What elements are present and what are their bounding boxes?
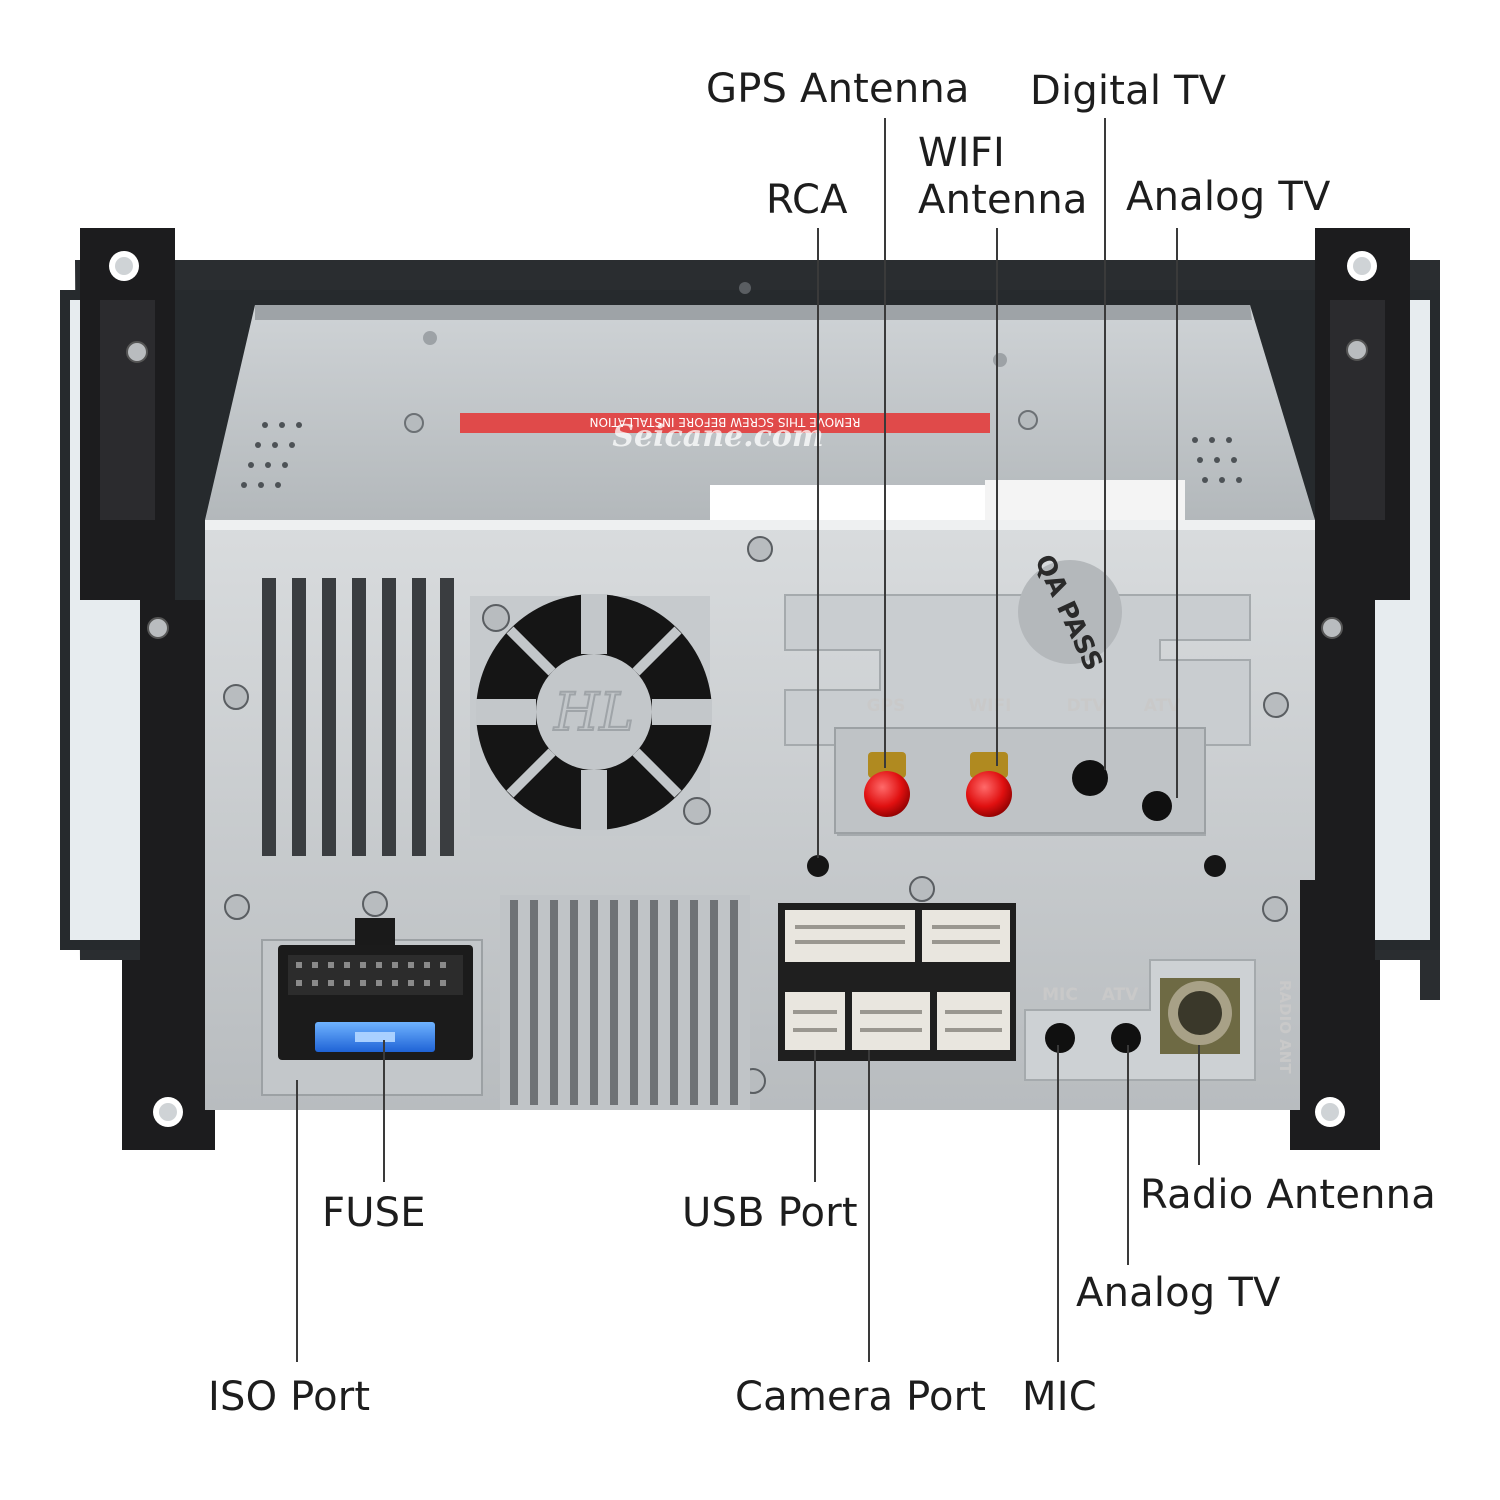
analog-tv-jack-bottom	[1111, 1023, 1141, 1053]
leader-line-analog-tv-top	[1176, 228, 1178, 798]
label-digital-tv: Digital TV	[1030, 68, 1227, 114]
label-analog-tv-bottom: Analog TV	[1076, 1270, 1281, 1316]
left-vent-slots	[262, 578, 454, 856]
right-mounting-bracket	[1290, 228, 1410, 1150]
leader-line-fuse	[383, 1040, 385, 1182]
leader-line-iso	[296, 1080, 298, 1362]
atv-panel-label: ATV	[1144, 696, 1181, 716]
label-wifi-line2: Antenna	[918, 177, 1088, 223]
gps-antenna-connector	[864, 752, 910, 817]
mic-panel-label: MIC	[1042, 985, 1078, 1005]
leader-line-digital-tv	[1104, 118, 1106, 770]
cooling-fan: HL	[470, 594, 712, 836]
gps-panel-label: GPS	[867, 696, 906, 716]
fuse	[315, 1022, 435, 1052]
mic-jack	[1045, 1023, 1075, 1053]
leader-line-radio	[1198, 1045, 1200, 1165]
analog-tv-jack-top	[1142, 791, 1172, 821]
left-mounting-bracket	[80, 228, 215, 1150]
warning-sticker-text: REMOVE THIS SCREW BEFORE INSTALLATION	[590, 415, 861, 429]
antenna-subpanel: GPS WIFI DTV ATV QA PASS	[784, 550, 1251, 836]
rear-panel: HL GPS WIFI DTV ATV QA PASS	[205, 520, 1315, 1110]
multi-pin-connectors	[778, 903, 1016, 1061]
leader-line-gps	[884, 118, 886, 768]
iso-connector	[261, 918, 483, 1096]
leader-line-rca	[817, 228, 819, 858]
center-heatsink	[500, 895, 750, 1110]
wifi-antenna-connector	[966, 752, 1012, 817]
watermark-text: Seicane.com	[612, 419, 823, 454]
label-fuse: FUSE	[322, 1190, 426, 1236]
fan-logo-text: HL	[553, 683, 634, 743]
leader-line-usb	[814, 1050, 816, 1182]
label-iso-port: ISO Port	[208, 1374, 371, 1420]
leader-line-analog-tv-bottom	[1127, 1045, 1129, 1265]
label-gps-antenna: GPS Antenna	[706, 66, 970, 112]
digital-tv-jack	[1072, 760, 1108, 796]
label-rca: RCA	[766, 177, 848, 223]
dtv-panel-label: DTV	[1067, 696, 1107, 716]
leader-line-wifi	[996, 228, 998, 766]
label-wifi-line1: WIFI	[918, 130, 1005, 176]
leader-line-mic	[1057, 1045, 1059, 1362]
audio-radio-subpanel: MIC ATV RADIO ANT	[1024, 959, 1294, 1081]
leader-line-camera	[868, 1050, 870, 1362]
label-mic: MIC	[1022, 1374, 1097, 1420]
label-usb-port: USB Port	[682, 1190, 858, 1236]
label-radio-antenna: Radio Antenna	[1140, 1172, 1436, 1218]
radio-ant-panel-label: RADIO ANT	[1276, 980, 1294, 1074]
label-camera-port: Camera Port	[735, 1374, 987, 1420]
label-analog-tv-top: Analog TV	[1126, 174, 1331, 220]
wifi-panel-label: WIFI	[968, 696, 1011, 716]
atv2-panel-label: ATV	[1102, 985, 1139, 1005]
chassis-top: REMOVE THIS SCREW BEFORE INSTALLATION Se…	[205, 282, 1315, 520]
